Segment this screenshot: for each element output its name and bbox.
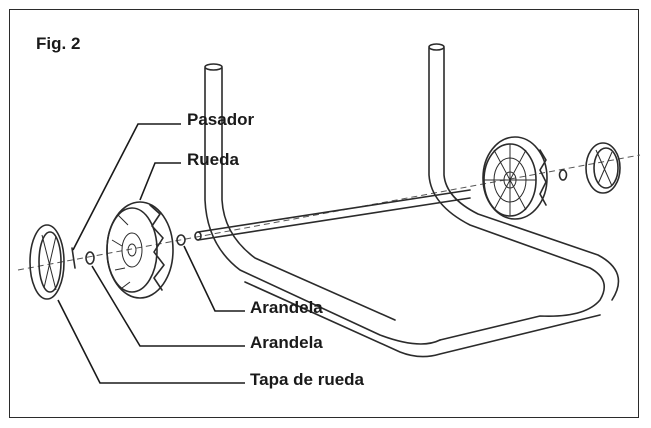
handle-frame [194,43,620,358]
pin [71,247,76,269]
label-rueda: Rueda [187,150,239,169]
wheel-cap [29,224,65,300]
label-pasador: Pasador [187,110,255,129]
washer-1 [176,234,186,246]
right-washer [558,169,568,181]
label-arandela-2: Arandela [250,333,323,352]
figure-title: Fig. 2 [36,34,81,53]
label-tapa-de-rueda: Tapa de rueda [250,370,364,389]
right-wheel-cap [585,142,621,194]
left-wheel [106,201,174,299]
washer-2 [85,251,95,265]
callout-leaders [57,123,245,384]
figure-frame [9,9,639,418]
label-arandela-1: Arandela [250,298,323,317]
right-wheel [482,136,548,220]
